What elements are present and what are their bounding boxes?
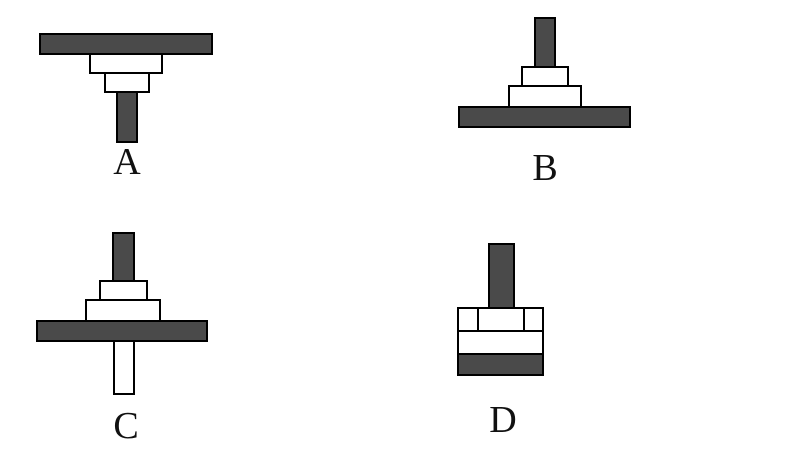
option-a-shaft — [116, 91, 138, 143]
option-c-shaft — [112, 232, 135, 282]
option-a-small-step — [104, 72, 150, 93]
option-b: B — [458, 17, 631, 189]
option-d-middle-block — [457, 330, 544, 355]
option-b-label: B — [532, 147, 557, 189]
option-a-large-step — [89, 53, 163, 74]
option-a: A — [39, 33, 213, 183]
option-a-plate — [39, 33, 213, 55]
option-b-large-step — [508, 85, 582, 108]
option-a-label: A — [113, 141, 141, 183]
option-c-label: C — [113, 405, 138, 447]
option-c-small-step — [99, 280, 148, 301]
option-d-shaft — [488, 243, 515, 309]
option-c: C — [36, 232, 208, 447]
option-d-upper-block — [457, 307, 544, 332]
option-c-large-step — [85, 299, 161, 322]
option-d-label: D — [489, 399, 516, 441]
option-c-plate — [36, 320, 208, 342]
option-d: D — [457, 243, 544, 441]
option-b-small-step — [521, 66, 569, 87]
option-c-lower-shaft — [113, 340, 135, 395]
option-d-base — [457, 353, 544, 376]
option-b-shaft — [534, 17, 556, 68]
option-b-plate — [458, 106, 631, 128]
